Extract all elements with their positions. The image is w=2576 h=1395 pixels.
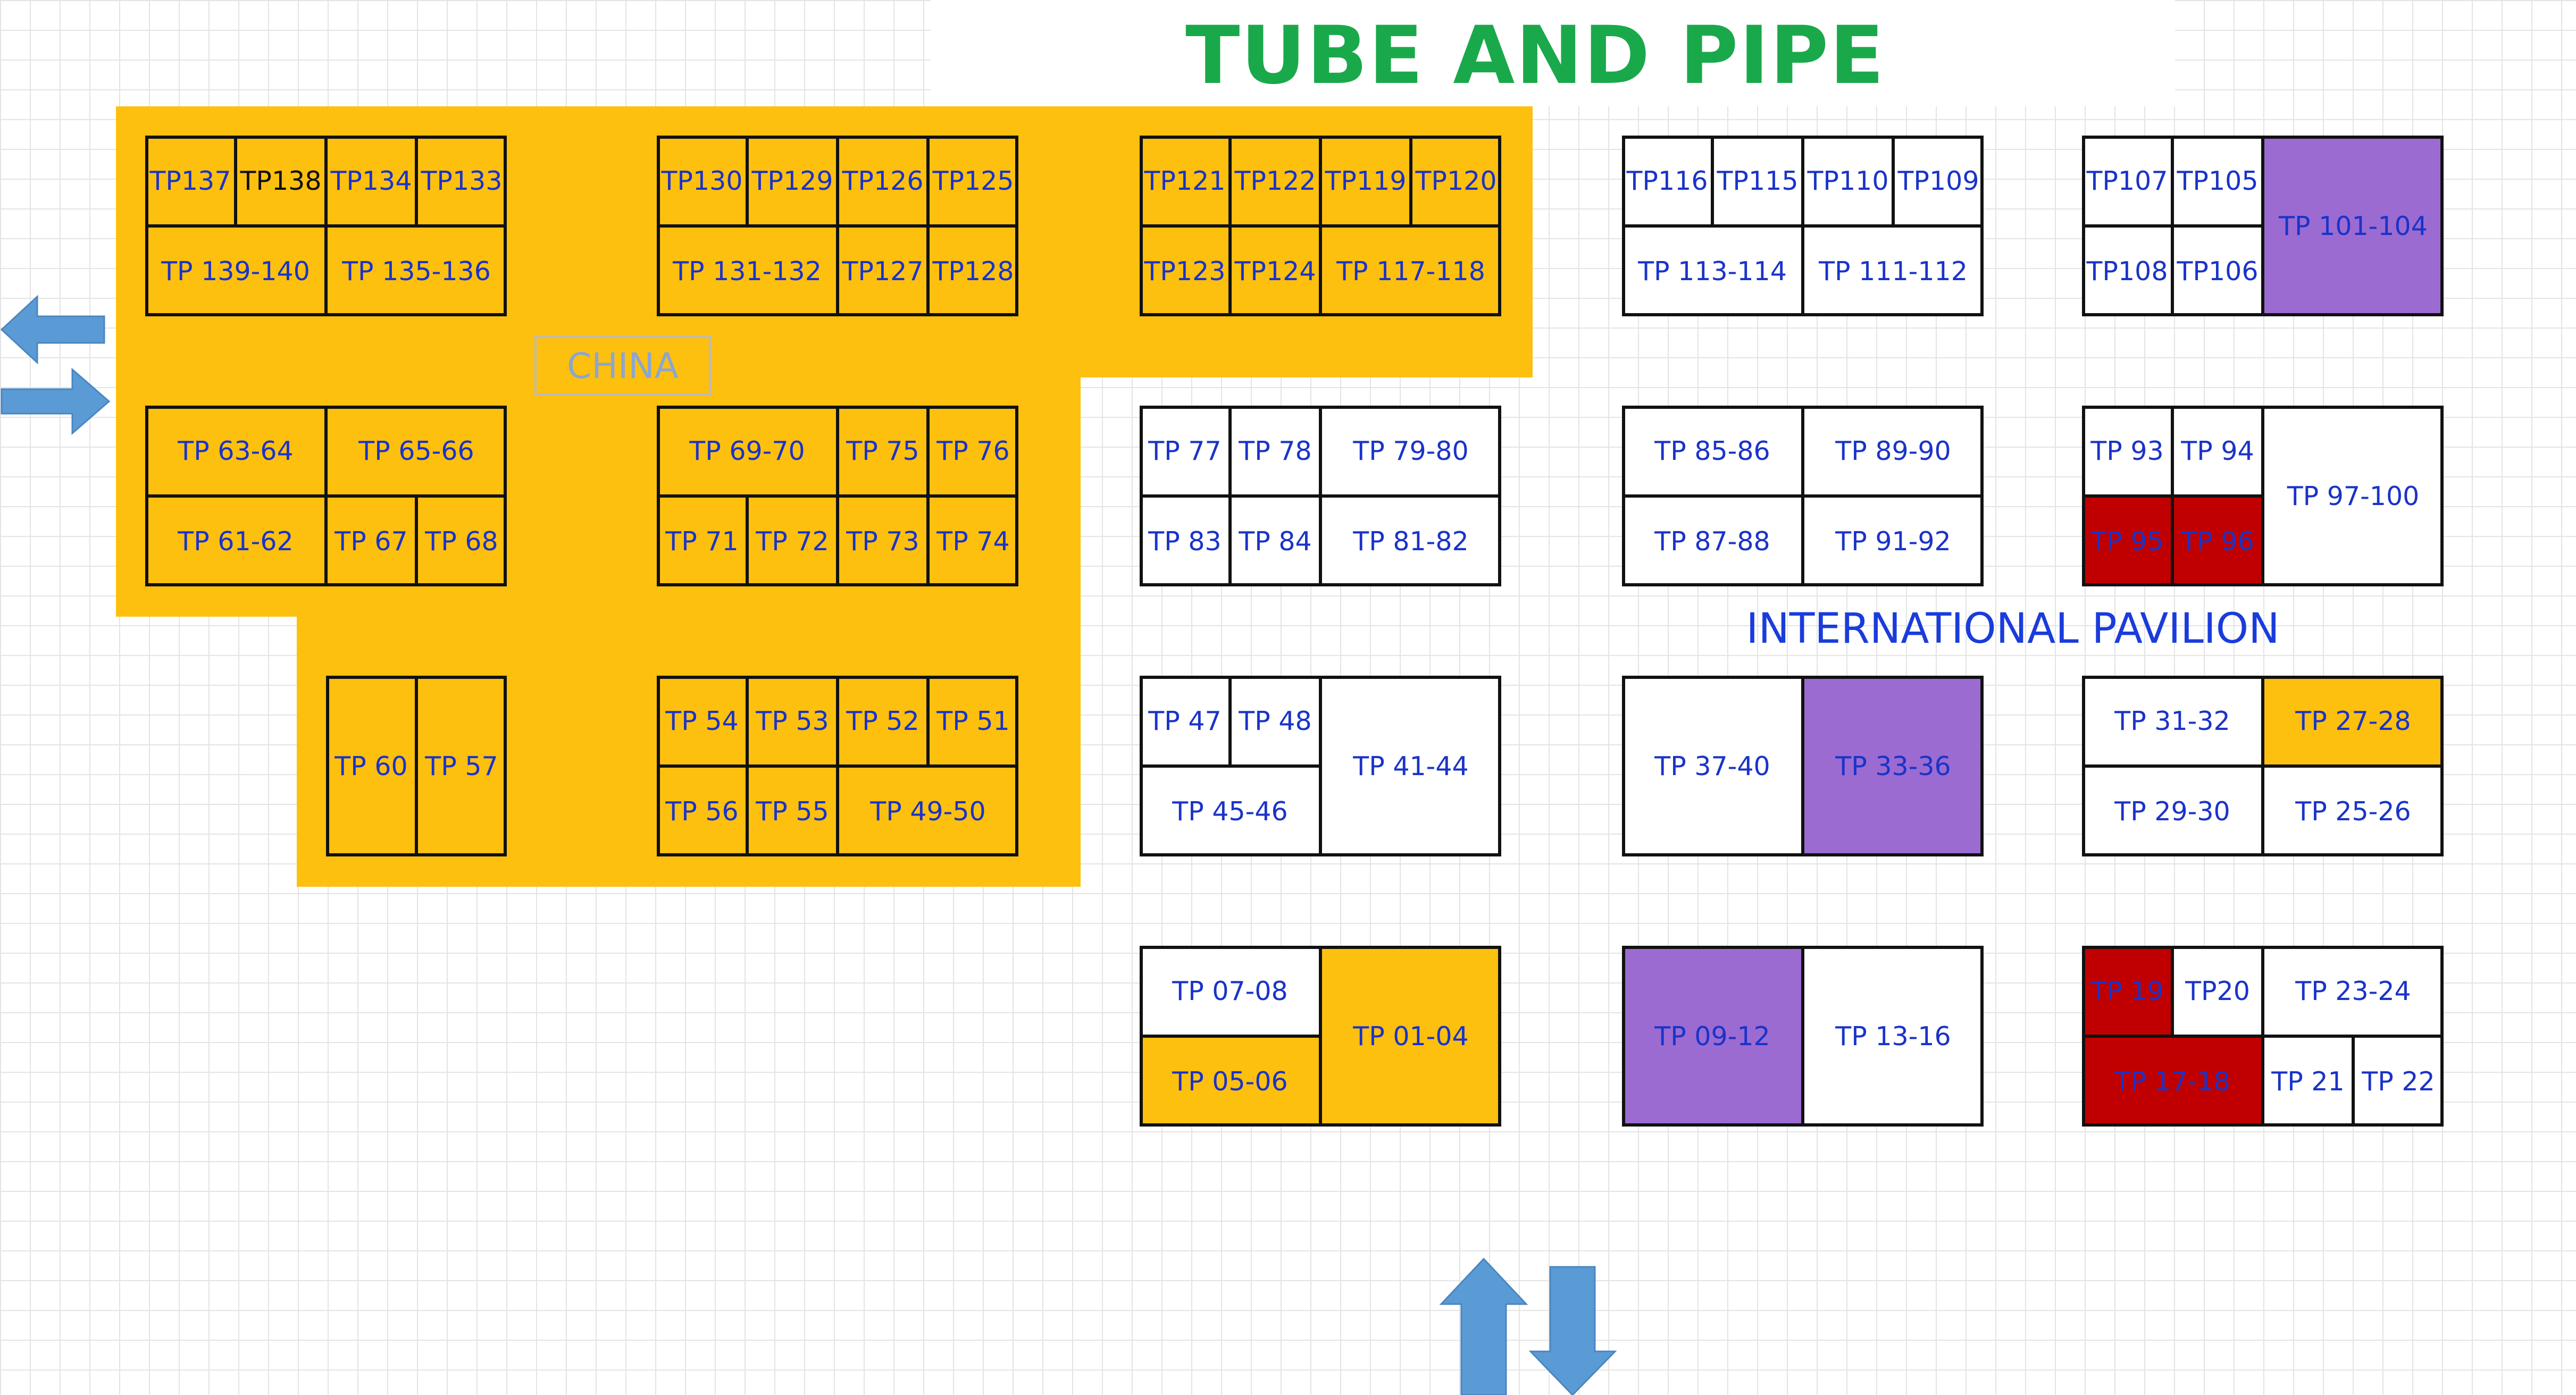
booth-tp37-40[interactable]: TP 37-40	[1622, 676, 1803, 856]
booth-tp21[interactable]: TP 21	[2263, 1036, 2353, 1127]
booth-tp111-112[interactable]: TP 111-112	[1803, 226, 1984, 316]
left-arrow-icon	[0, 295, 105, 364]
booth-block	[1140, 676, 1501, 856]
booth-tp41-44[interactable]: TP 41-44	[1320, 676, 1501, 856]
booth-tp134[interactable]: TP134	[326, 136, 416, 226]
booth-block	[326, 676, 507, 856]
booth-tp139-140[interactable]: TP 139-140	[145, 226, 326, 316]
booth-tp71[interactable]: TP 71	[657, 496, 747, 586]
booth-tp138[interactable]: TP138	[236, 136, 326, 226]
booth-tp137[interactable]: TP137	[145, 136, 236, 226]
booth-tp94[interactable]: TP 94	[2172, 406, 2263, 496]
booth-tp131-132[interactable]: TP 131-132	[657, 226, 838, 316]
booth-block	[1622, 676, 1984, 856]
booth-tp96[interactable]: TP 96	[2172, 496, 2263, 586]
booth-block	[657, 676, 1018, 856]
china-label: CHINA	[534, 336, 711, 396]
booth-block	[2082, 676, 2444, 856]
booth-block	[1622, 406, 1984, 586]
booth-tp128[interactable]: TP128	[928, 226, 1018, 316]
booth-tp31-32[interactable]: TP 31-32	[2082, 676, 2263, 766]
booth-tp126[interactable]: TP126	[838, 136, 928, 226]
booth-tp127[interactable]: TP127	[838, 226, 928, 316]
booth-tp81-82[interactable]: TP 81-82	[1320, 496, 1501, 586]
booth-block	[657, 136, 1018, 316]
booth-block	[1140, 946, 1501, 1127]
booth-tp79-80[interactable]: TP 79-80	[1320, 406, 1501, 496]
booth-block	[657, 406, 1018, 586]
down-arrow-icon	[1529, 1266, 1617, 1395]
booth-block	[145, 136, 507, 316]
booth-tp27-28[interactable]: TP 27-28	[2263, 676, 2444, 766]
booth-tp97-100[interactable]: TP 97-100	[2263, 406, 2444, 586]
booth-block	[1622, 946, 1984, 1127]
booth-block	[2082, 406, 2444, 586]
booth-tp122[interactable]: TP122	[1230, 136, 1320, 226]
booth-tp67[interactable]: TP 67	[326, 496, 416, 586]
booth-block	[145, 406, 507, 586]
booth-tp51[interactable]: TP 51	[928, 676, 1018, 766]
booth-tp110[interactable]: TP110	[1803, 136, 1893, 226]
booth-tp76[interactable]: TP 76	[928, 406, 1018, 496]
title-background	[931, 0, 2175, 106]
booth-tp108[interactable]: TP108	[2082, 226, 2172, 316]
booth-tp117-118[interactable]: TP 117-118	[1320, 226, 1501, 316]
booth-tp125[interactable]: TP125	[928, 136, 1018, 226]
booth-tp54[interactable]: TP 54	[657, 676, 747, 766]
international-pavilion-label: INTERNATIONAL PAVILION	[1746, 605, 2280, 653]
booth-tp52[interactable]: TP 52	[838, 676, 928, 766]
booth-block	[1140, 136, 1501, 316]
booth-block	[2082, 136, 2444, 316]
booth-tp61-62[interactable]: TP 61-62	[145, 496, 326, 586]
booth-tp85-86[interactable]: TP 85-86	[1622, 406, 1803, 496]
booth-tp20[interactable]: TP20	[2172, 946, 2263, 1036]
booth-tp56[interactable]: TP 56	[657, 766, 747, 856]
booth-tp113-114[interactable]: TP 113-114	[1622, 226, 1803, 316]
booth-tp109[interactable]: TP109	[1893, 136, 1984, 226]
booth-tp60[interactable]: TP 60	[326, 676, 416, 856]
booth-tp33-36[interactable]: TP 33-36	[1803, 676, 1984, 856]
booth-tp25-26[interactable]: TP 25-26	[2263, 766, 2444, 856]
booth-tp135-136[interactable]: TP 135-136	[326, 226, 507, 316]
booth-tp72[interactable]: TP 72	[747, 496, 838, 586]
booth-tp129[interactable]: TP129	[747, 136, 838, 226]
right-arrow-icon	[1, 367, 111, 435]
booth-tp63-64[interactable]: TP 63-64	[145, 406, 326, 496]
booth-tp75[interactable]: TP 75	[838, 406, 928, 496]
booth-tp87-88[interactable]: TP 87-88	[1622, 496, 1803, 586]
booth-tp69-70[interactable]: TP 69-70	[657, 406, 838, 496]
booth-tp133[interactable]: TP133	[416, 136, 507, 226]
booth-tp19[interactable]: TP 19	[2082, 946, 2172, 1036]
booth-tp57[interactable]: TP 57	[416, 676, 507, 856]
booth-tp29-30[interactable]: TP 29-30	[2082, 766, 2263, 856]
booth-tp78[interactable]: TP 78	[1230, 406, 1320, 496]
booth-tp119[interactable]: TP119	[1320, 136, 1411, 226]
booth-tp07-08[interactable]: TP 07-08	[1140, 946, 1320, 1036]
booth-block	[1140, 406, 1501, 586]
page-title: TUBE AND PIPE	[1185, 10, 1885, 102]
booth-tp84[interactable]: TP 84	[1230, 496, 1320, 586]
booth-tp91-92[interactable]: TP 91-92	[1803, 496, 1984, 586]
booth-tp83[interactable]: TP 83	[1140, 496, 1230, 586]
booth-tp116[interactable]: TP116	[1622, 136, 1712, 226]
booth-tp73[interactable]: TP 73	[838, 496, 928, 586]
booth-tp47[interactable]: TP 47	[1140, 676, 1230, 766]
booth-tp23-24[interactable]: TP 23-24	[2263, 946, 2444, 1036]
booth-block	[1622, 136, 1984, 316]
booth-tp101-104[interactable]: TP 101-104	[2263, 136, 2444, 316]
booth-tp121[interactable]: TP121	[1140, 136, 1230, 226]
booth-tp01-04[interactable]: TP 01-04	[1320, 946, 1501, 1127]
booth-tp55[interactable]: TP 55	[747, 766, 838, 856]
booth-tp74[interactable]: TP 74	[928, 496, 1018, 586]
booth-block	[2082, 946, 2444, 1127]
up-arrow-icon	[1439, 1257, 1528, 1395]
